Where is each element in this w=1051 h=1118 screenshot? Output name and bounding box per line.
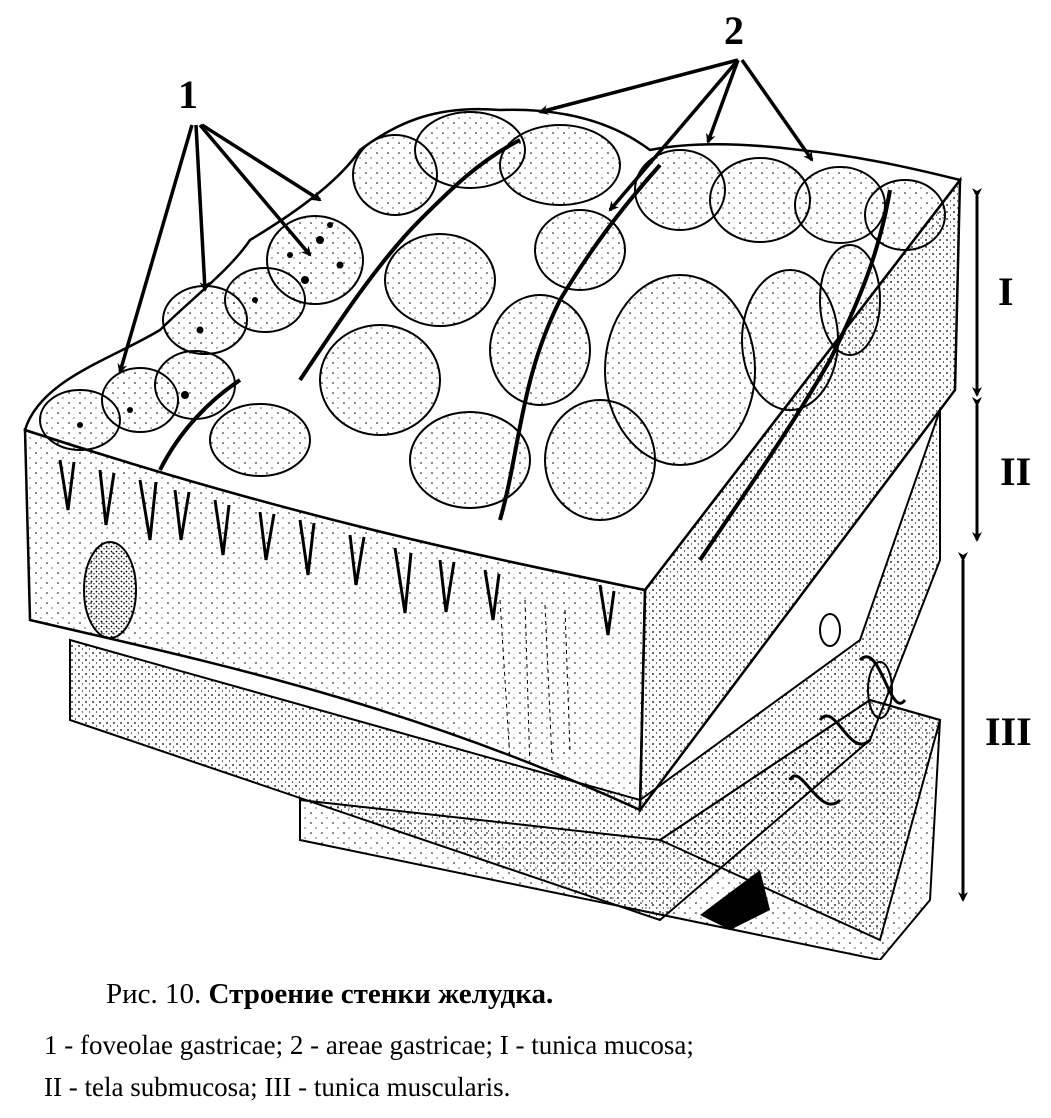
label-tunica-muscularis: III [985, 709, 1032, 754]
foveolae-openings [77, 222, 344, 428]
label-1: 1 [178, 72, 198, 117]
caption-figure-number: Рис. 10. [106, 978, 202, 1010]
caption-legend-line-2: II - tela submucosa; III - tunica muscul… [44, 1072, 511, 1102]
stomach-wall-illustration: 1 2 I II III [23, 8, 1032, 960]
label-areae-group: 2 [538, 8, 814, 212]
gastric-crypts [58, 459, 616, 636]
area-furrows [158, 138, 892, 562]
gland-cross-section [83, 541, 137, 639]
area-row-left [39, 215, 364, 477]
layer-dimension-arrows [958, 188, 982, 902]
label-2: 2 [724, 8, 744, 53]
label-tela-submucosa: II [1000, 449, 1031, 494]
mucosa-surface [23, 107, 963, 592]
area-row-right [544, 149, 946, 521]
submucosa-layer [69, 409, 941, 922]
caption-legend-line-1: 1 - foveolae gastricae; 2 - areae gastri… [44, 1030, 694, 1060]
label-tunica-mucosa: I [998, 269, 1014, 314]
caption-title: Строение стенки желудка. [208, 978, 554, 1010]
label-foveolae-group: 1 [117, 72, 322, 374]
caption-title-line: Рис. 10. Строение стенки желудка. [106, 978, 553, 1011]
